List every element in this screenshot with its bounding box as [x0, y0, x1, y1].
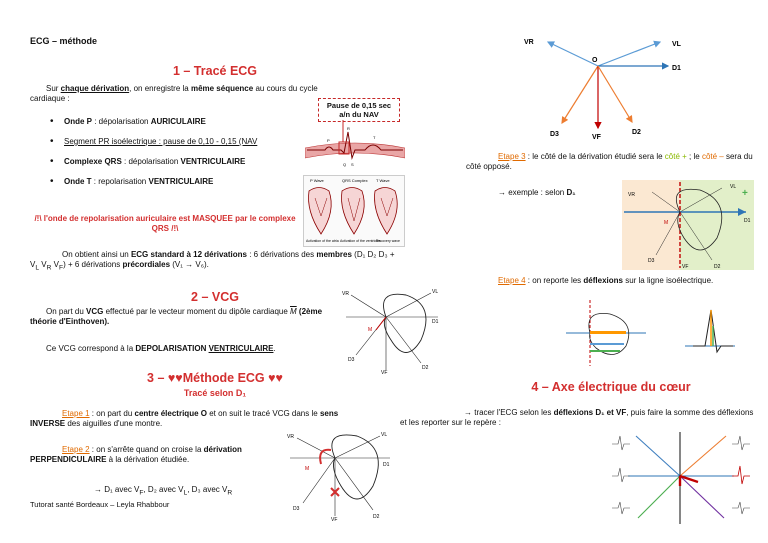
vcg-label: VL	[381, 432, 387, 438]
vcg-diagram: VR VL D1 D3 VF D2 M	[342, 289, 439, 375]
heart-caption: Recovery wave	[376, 239, 400, 243]
section2-text2: Ce VCG correspond à la DEPOLARISATION VE…	[46, 344, 276, 353]
wave-label: QRS Complex	[342, 178, 368, 183]
etape1-text: Etape 1 : on part du centre électrique O…	[30, 409, 339, 428]
list-item: Segment PR isoélectrique : pause de 0,10…	[50, 136, 300, 149]
etape3-text: Etape 3 : le côté de la dérivation étudi…	[466, 152, 753, 171]
etape3-diagram: + VR VL D1 D3 VF D2 M	[622, 180, 754, 270]
axis-label-vl: VL	[672, 41, 682, 48]
section3-title: 3 – ♥♥Méthode ECG ♥♥	[147, 371, 283, 385]
vcg-label-m: M	[305, 466, 309, 472]
axis-label-d2: D2	[632, 129, 641, 136]
wave-label: P Wave	[310, 178, 325, 183]
vcg-label: D2	[373, 514, 380, 520]
leads-axes-diagram: VR VL D1 O D3 VF D2	[524, 39, 682, 141]
section4-title: 4 – Axe électrique du cœur	[531, 380, 691, 394]
section2-text: On part du VCG effectué par le vecteur m…	[30, 307, 323, 326]
vcg-label: D1	[383, 462, 390, 468]
vcg-label: D1	[432, 319, 439, 325]
vcg-label: D1	[744, 218, 751, 224]
heart-caption: Activation of the atria	[306, 239, 339, 243]
etape4-text: Etape 4 : on reporte les déflexions sur …	[498, 276, 714, 285]
ecg-letter-p: P	[327, 138, 330, 143]
vcg-label: VR	[628, 192, 635, 198]
section3-subtitle: Tracé selon D₁	[183, 388, 247, 398]
vcg-label: D2	[714, 264, 721, 270]
vcg-label: VL	[432, 289, 438, 295]
ecg-letter-s: S	[351, 162, 354, 167]
axis-label-d3: D3	[550, 131, 559, 138]
etape2-pairs: → D₁ avec VF, D₂ avec VL, D₃ avec VR	[94, 485, 233, 497]
ecg-strip-illustration: P Q R S T	[305, 120, 405, 167]
section1-summary: On obtient ainsi un ECG standard à 12 dé…	[30, 250, 395, 272]
list-item: Onde P : dépolarisation AURICULAIRE	[50, 116, 300, 129]
vcg-label-m: M	[664, 220, 668, 226]
heart-caption: Activation of the ventricles	[340, 239, 381, 243]
section1-intro: Sur chaque dérivation, on enregistre la …	[30, 84, 318, 103]
svg-text:+: +	[742, 188, 748, 199]
list-item: Complexe QRS : dépolarisation VENTRICULA…	[50, 156, 300, 169]
warning-text: /!\ l'onde de repolarisation auriculaire…	[34, 214, 296, 233]
vcg-label: VF	[381, 370, 387, 375]
etape4-diagram	[566, 300, 646, 366]
etape3-example: → exemple : selon D₁	[498, 188, 576, 197]
axis-label-d1: D1	[672, 65, 681, 72]
axis-label-vf: VF	[592, 134, 602, 141]
ecg-letter-r: R	[347, 126, 350, 131]
pause-note: Pause de 0,15 sec a/n du NAV	[318, 98, 400, 122]
section2-title: 2 – VCG	[191, 290, 239, 304]
vcg-label: VR	[342, 291, 349, 297]
heart-illustrations: P Wave QRS Complex T Wave Activation of …	[303, 175, 405, 247]
vcg-label: D3	[648, 258, 655, 264]
vcg-label: VF	[331, 517, 337, 523]
vcg-label: VR	[287, 434, 294, 440]
footer-credit: Tutorat santé Bordeaux – Leyla Rhabbour	[30, 500, 170, 509]
vcg-label: D3	[293, 506, 300, 512]
vcg-label-m: M	[368, 327, 372, 333]
axis-label-o: O	[592, 57, 598, 64]
vcg-label: VL	[730, 184, 736, 190]
axis-label-vr: VR	[524, 39, 534, 46]
wave-list: Onde P : dépolarisation AURICULAIRE Segm…	[50, 116, 300, 197]
vcg-label: D3	[348, 357, 355, 363]
wave-label: T Wave	[376, 178, 390, 183]
etape4-deflection	[685, 309, 735, 354]
ecg-letter-q: Q	[343, 162, 346, 167]
section4-text: → tracer l'ECG selon les déflexions D₁ e…	[400, 408, 754, 427]
document-title: ECG – méthode	[30, 36, 98, 46]
etape2-diagram: VR VL D1 D3 VF D2 M	[287, 432, 390, 523]
list-item: Onde T : repolarisation VENTRICULAIRE	[50, 176, 300, 189]
vcg-label: VF	[682, 264, 688, 270]
etape2-text: Etape 2 : on s'arrête quand on croise la…	[30, 445, 242, 464]
vcg-label: D2	[422, 365, 429, 371]
section1-title: 1 – Tracé ECG	[172, 64, 258, 78]
electrical-axis-diagram	[612, 432, 750, 524]
ecg-letter-t: T	[373, 135, 376, 140]
